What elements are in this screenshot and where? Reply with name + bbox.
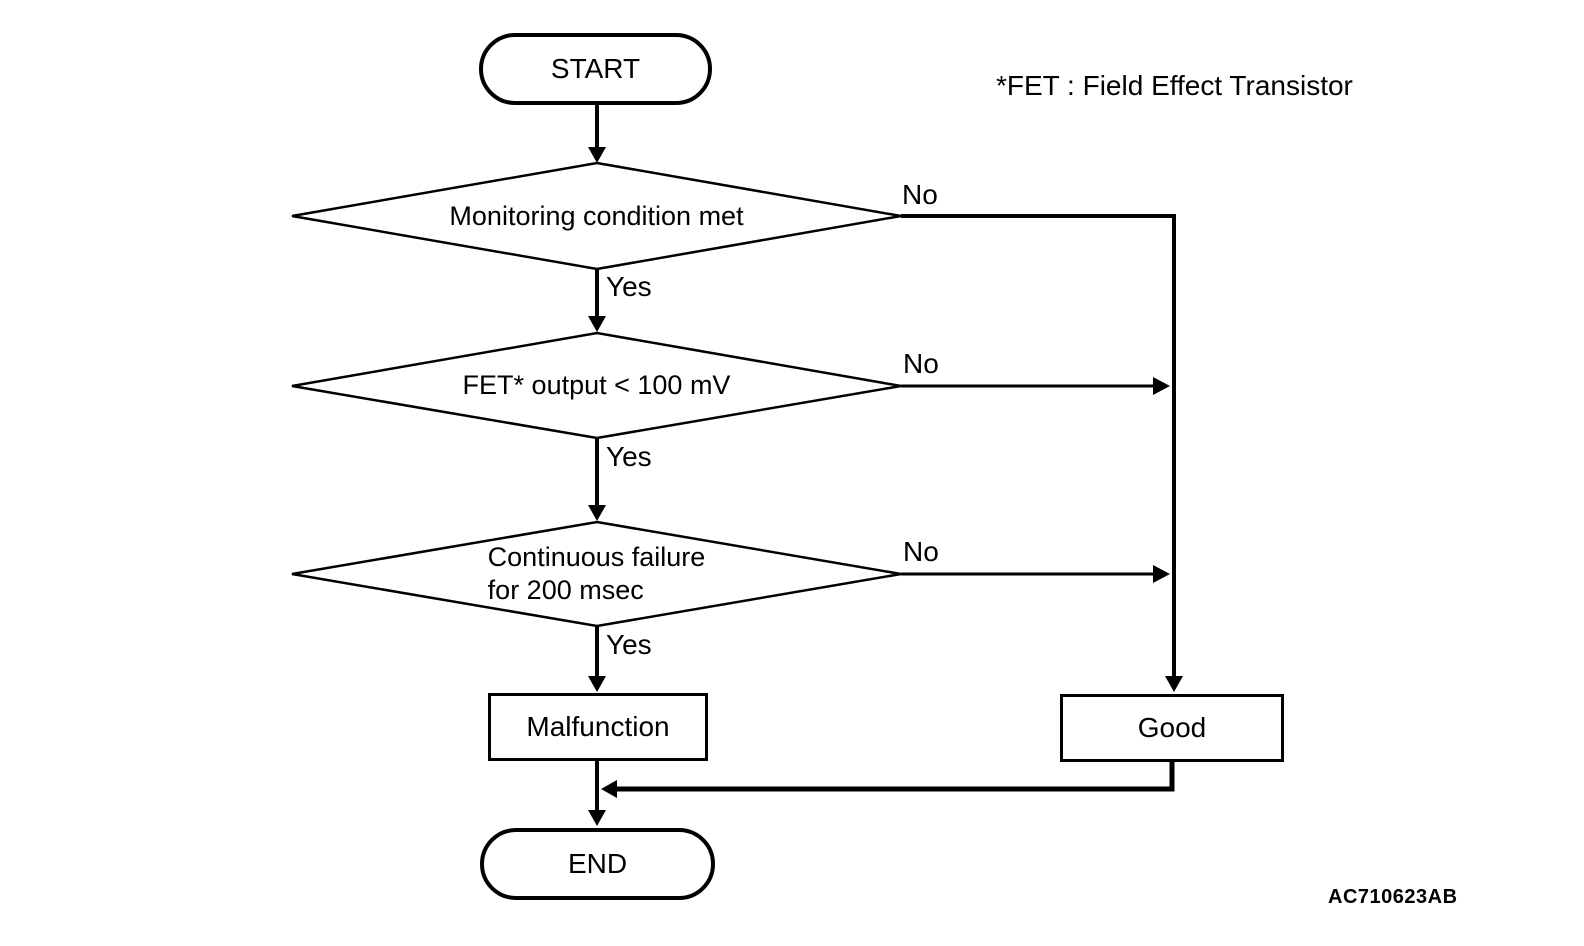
figure-code: AC710623AB (1328, 886, 1458, 908)
arrowhead-yes3-icon (588, 676, 606, 692)
malfunction-node-label: Malfunction (526, 710, 670, 742)
good-node-label: Good (1137, 711, 1207, 743)
decision-monitoring-condition-shape (291, 161, 902, 271)
arrowhead-no1-icon (1165, 676, 1183, 692)
arrowhead-start-to-decision1-icon (588, 147, 606, 163)
yes-label-3: Yes (606, 629, 652, 660)
arrowhead-good-to-end-icon (601, 780, 617, 798)
yes-label-2: Yes (606, 441, 652, 472)
end-node: END (480, 828, 715, 900)
end-node-label: END (567, 847, 628, 879)
malfunction-node: Malfunction (488, 693, 708, 761)
decision-continuous-failure-shape (291, 520, 902, 628)
no-label-3: No (903, 536, 939, 567)
arrowhead-malfunction-to-end-icon (588, 810, 606, 826)
edge-no1-line (901, 214, 1176, 677)
no-label-2: No (903, 348, 939, 379)
decision-fet-output-shape (291, 331, 902, 440)
fet-footnote: *FET : Field Effect Transistor (996, 70, 1353, 101)
start-node: START (479, 33, 712, 105)
yes-label-1: Yes (606, 271, 652, 302)
arrowhead-no3-icon (1153, 565, 1170, 583)
arrowhead-no2-icon (1153, 377, 1170, 395)
arrowhead-yes2-icon (588, 505, 606, 521)
edge-good-to-end-line (616, 762, 1175, 792)
start-node-label: START (550, 52, 641, 84)
good-node: Good (1060, 694, 1284, 762)
no-label-1: No (902, 179, 938, 210)
arrowhead-yes1-icon (588, 316, 606, 332)
